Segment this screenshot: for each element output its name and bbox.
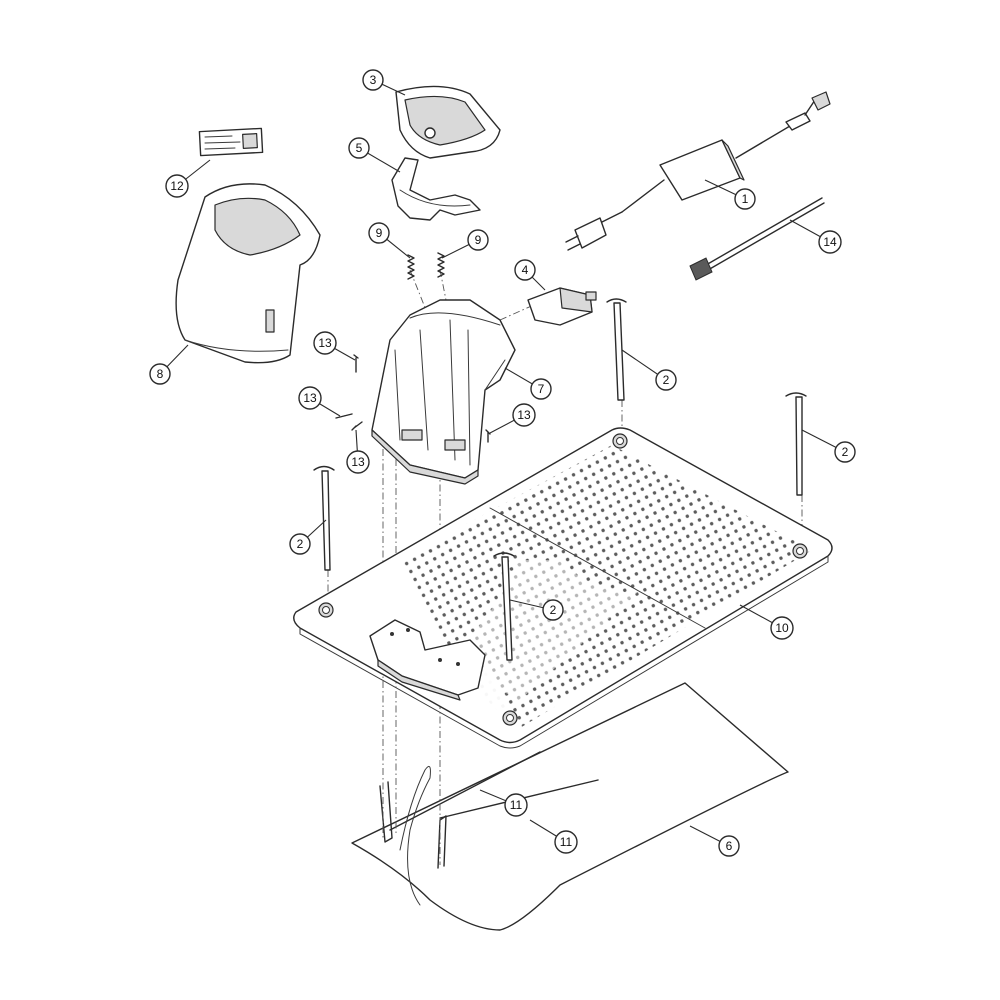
callout-1: 1 (734, 188, 756, 210)
callout-label: 14 (823, 235, 837, 249)
part-10-base-plate (293, 427, 833, 749)
callout-label: 2 (550, 603, 557, 617)
part-8-hood (175, 183, 321, 364)
callout-13c: 13 (346, 450, 370, 474)
callout-label: 3 (370, 73, 377, 87)
callout-10: 10 (770, 616, 794, 640)
callout-2b: 2 (834, 441, 856, 463)
part-5-bracket (391, 157, 481, 221)
callout-13a: 13 (313, 331, 337, 355)
callout-2c: 2 (289, 533, 311, 555)
part-9-springs (407, 252, 445, 280)
callout-label: 2 (663, 373, 670, 387)
part-3-lid (395, 85, 501, 159)
part-14-cable (689, 197, 825, 281)
callout-label: 9 (475, 233, 482, 247)
callout-label: 9 (376, 226, 383, 240)
callout-7: 7 (530, 378, 552, 400)
callout-12: 12 (165, 174, 189, 198)
callout-4: 4 (514, 259, 536, 281)
callout-9a: 9 (368, 222, 390, 244)
callout-label: 13 (303, 391, 317, 405)
callout-label: 12 (170, 179, 184, 193)
callout-9b: 9 (467, 229, 489, 251)
callout-11a: 11 (504, 793, 528, 817)
part-1-power-supply (565, 91, 831, 251)
callout-label: 1 (742, 192, 749, 206)
part-12-label (198, 127, 264, 157)
part-7-station-frame (371, 299, 516, 485)
callout-3: 3 (362, 69, 384, 91)
callout-8: 8 (149, 363, 171, 385)
callout-label: 13 (517, 408, 531, 422)
callout-13b: 13 (298, 386, 322, 410)
callout-label: 2 (842, 445, 849, 459)
callout-2d: 2 (542, 599, 564, 621)
callout-6: 6 (718, 835, 740, 857)
callout-label: 11 (510, 798, 523, 812)
callout-5: 5 (348, 137, 370, 159)
callout-label: 13 (318, 336, 332, 350)
callout-label: 2 (297, 537, 304, 551)
callout-label: 10 (775, 621, 789, 635)
callout-label: 13 (351, 455, 365, 469)
callout-label: 7 (538, 382, 545, 396)
callout-label: 6 (726, 839, 733, 853)
callout-2a: 2 (655, 369, 677, 391)
callout-13d: 13 (512, 403, 536, 427)
callout-label: 8 (157, 367, 164, 381)
part-4-connector (527, 287, 597, 326)
callout-label: 11 (560, 835, 573, 849)
callout-label: 4 (522, 263, 529, 277)
part-13-screws (335, 354, 491, 443)
callout-label: 5 (356, 141, 363, 155)
part-6-sheet (351, 682, 789, 931)
callout-11b: 11 (554, 830, 578, 854)
callout-14: 14 (818, 230, 842, 254)
part-2-stakes (313, 298, 807, 661)
